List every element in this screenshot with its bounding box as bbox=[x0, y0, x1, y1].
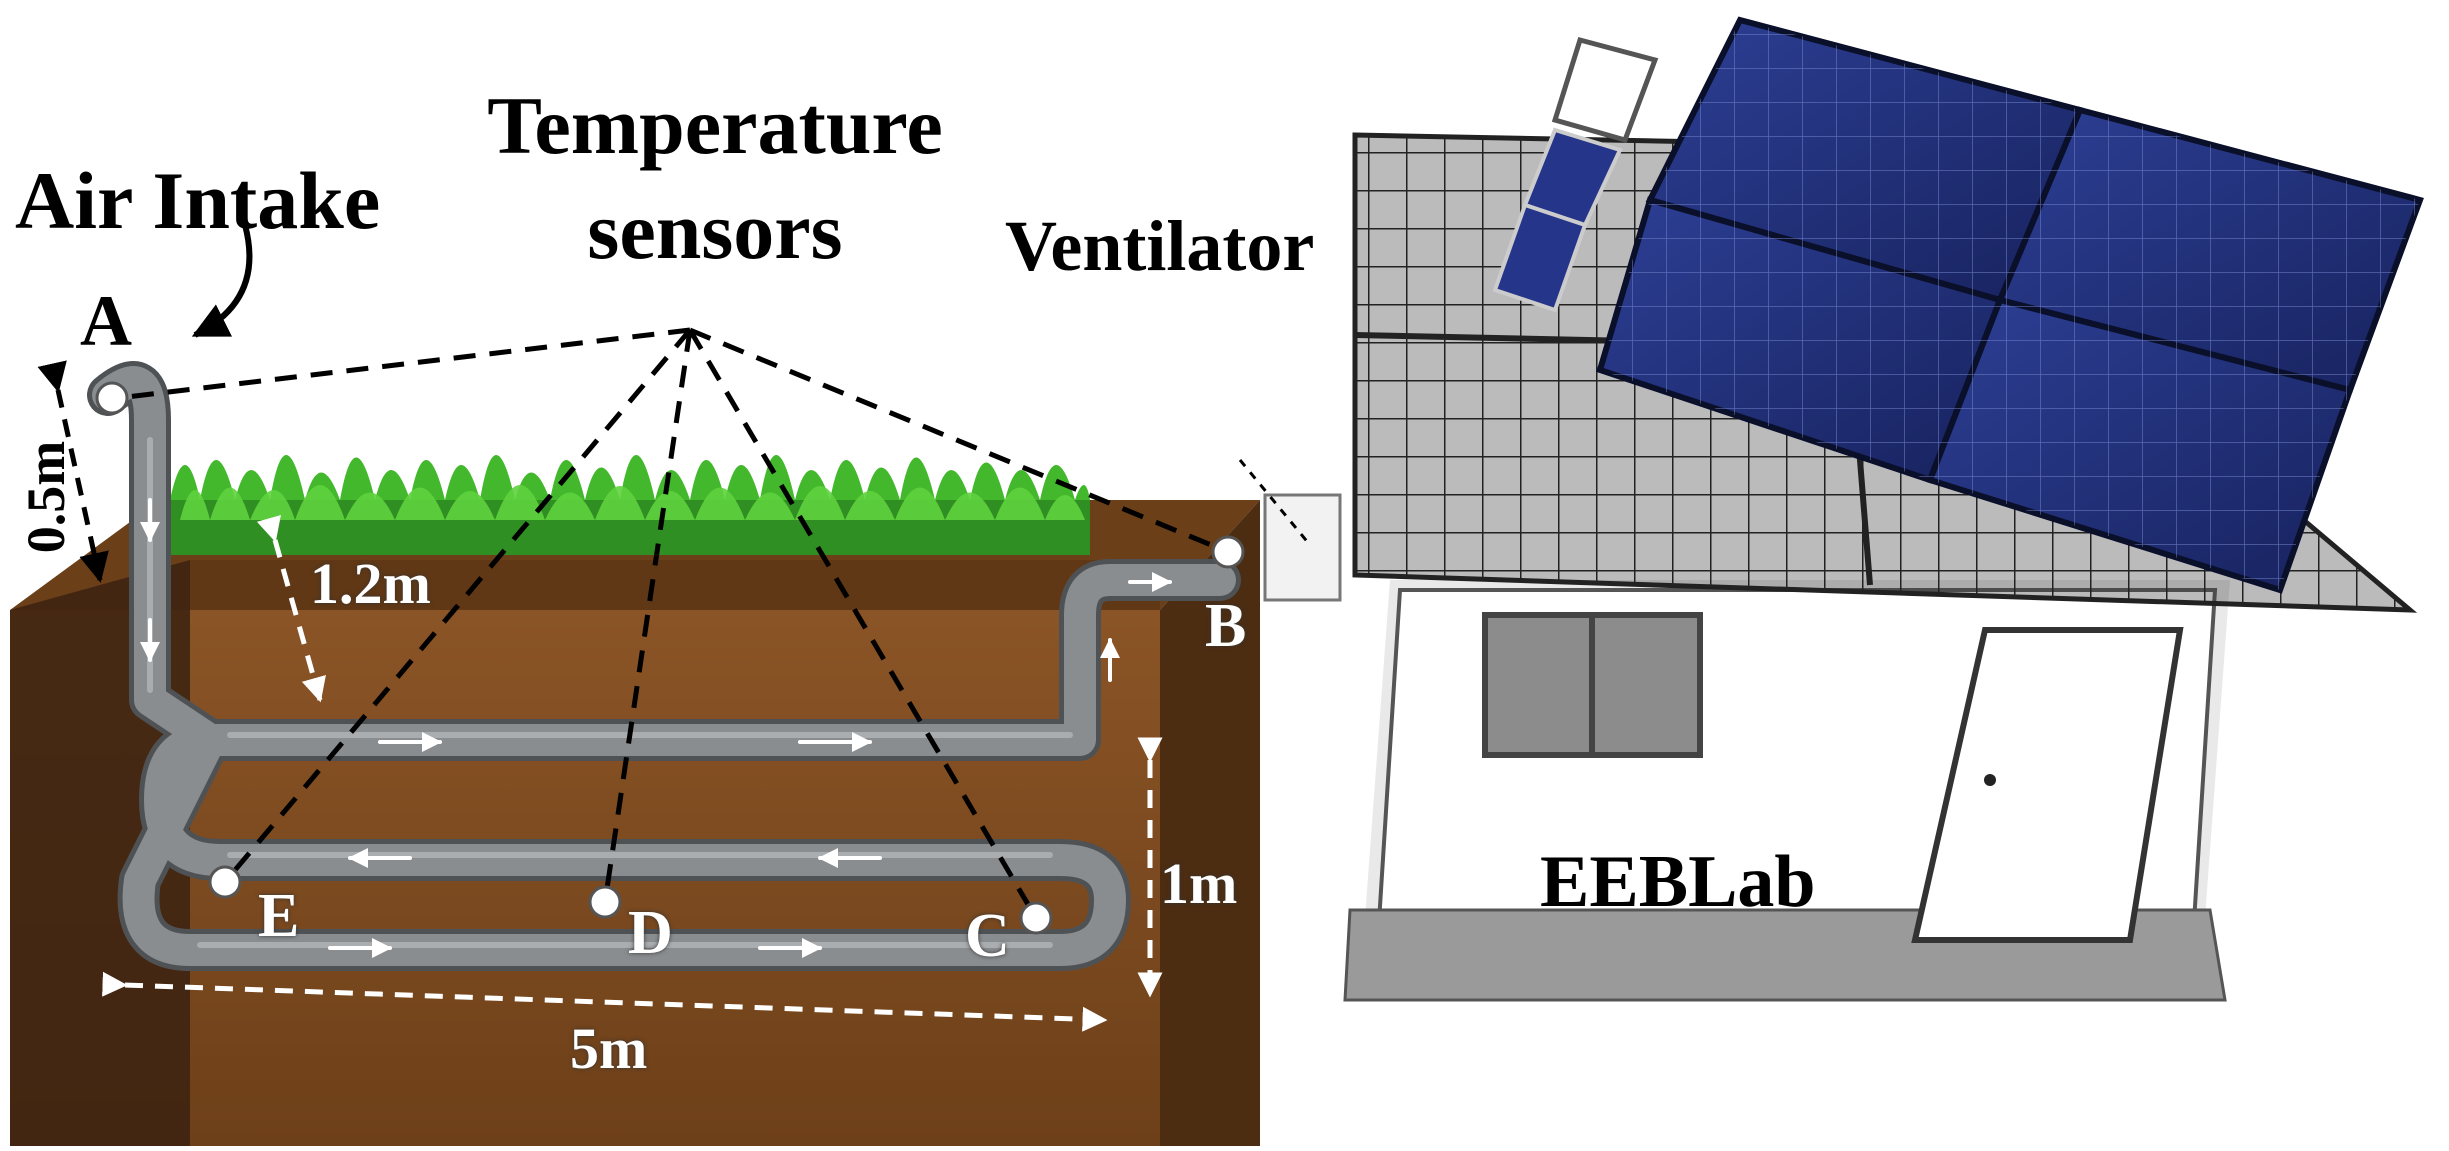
point-e-label: E bbox=[258, 882, 300, 950]
loop-spacing-dimension-label: 1m bbox=[1160, 851, 1238, 916]
temperature-sensors-label-line2: sensors bbox=[587, 185, 843, 276]
buried-pipe bbox=[87, 361, 1241, 971]
sensor-d bbox=[588, 885, 622, 919]
point-d-label: D bbox=[628, 899, 673, 967]
house bbox=[1263, 493, 2230, 1002]
depth-dimension-label: 1.2m bbox=[310, 551, 431, 616]
sensor-e bbox=[208, 865, 242, 899]
grass bbox=[165, 455, 1090, 555]
air-intake-arrow bbox=[191, 224, 253, 338]
sensor-points bbox=[95, 381, 1245, 935]
ventilator-label: Ventilator bbox=[1005, 206, 1315, 286]
dimension-lines bbox=[37, 360, 1163, 1032]
door bbox=[1911, 627, 2184, 943]
point-a-label: A bbox=[80, 281, 132, 361]
length-dimension-label: 5m bbox=[570, 1016, 648, 1081]
air-intake-label: Air Intake bbox=[15, 155, 381, 246]
sensor-a bbox=[95, 381, 129, 415]
point-c-label: C bbox=[965, 902, 1010, 970]
eeblab-label: EEBLab bbox=[1540, 841, 1816, 923]
ventilator-box bbox=[1263, 493, 1342, 602]
sensor-b bbox=[1211, 535, 1245, 569]
temperature-sensors-label-line1: Temperature bbox=[487, 80, 943, 171]
sensor-c bbox=[1019, 901, 1053, 935]
point-b-label: B bbox=[1205, 592, 1247, 660]
sensor-leader-lines bbox=[117, 327, 1312, 920]
solar-panels bbox=[1492, 16, 2424, 594]
riser-height-dimension-label: 0.5m bbox=[16, 440, 77, 554]
